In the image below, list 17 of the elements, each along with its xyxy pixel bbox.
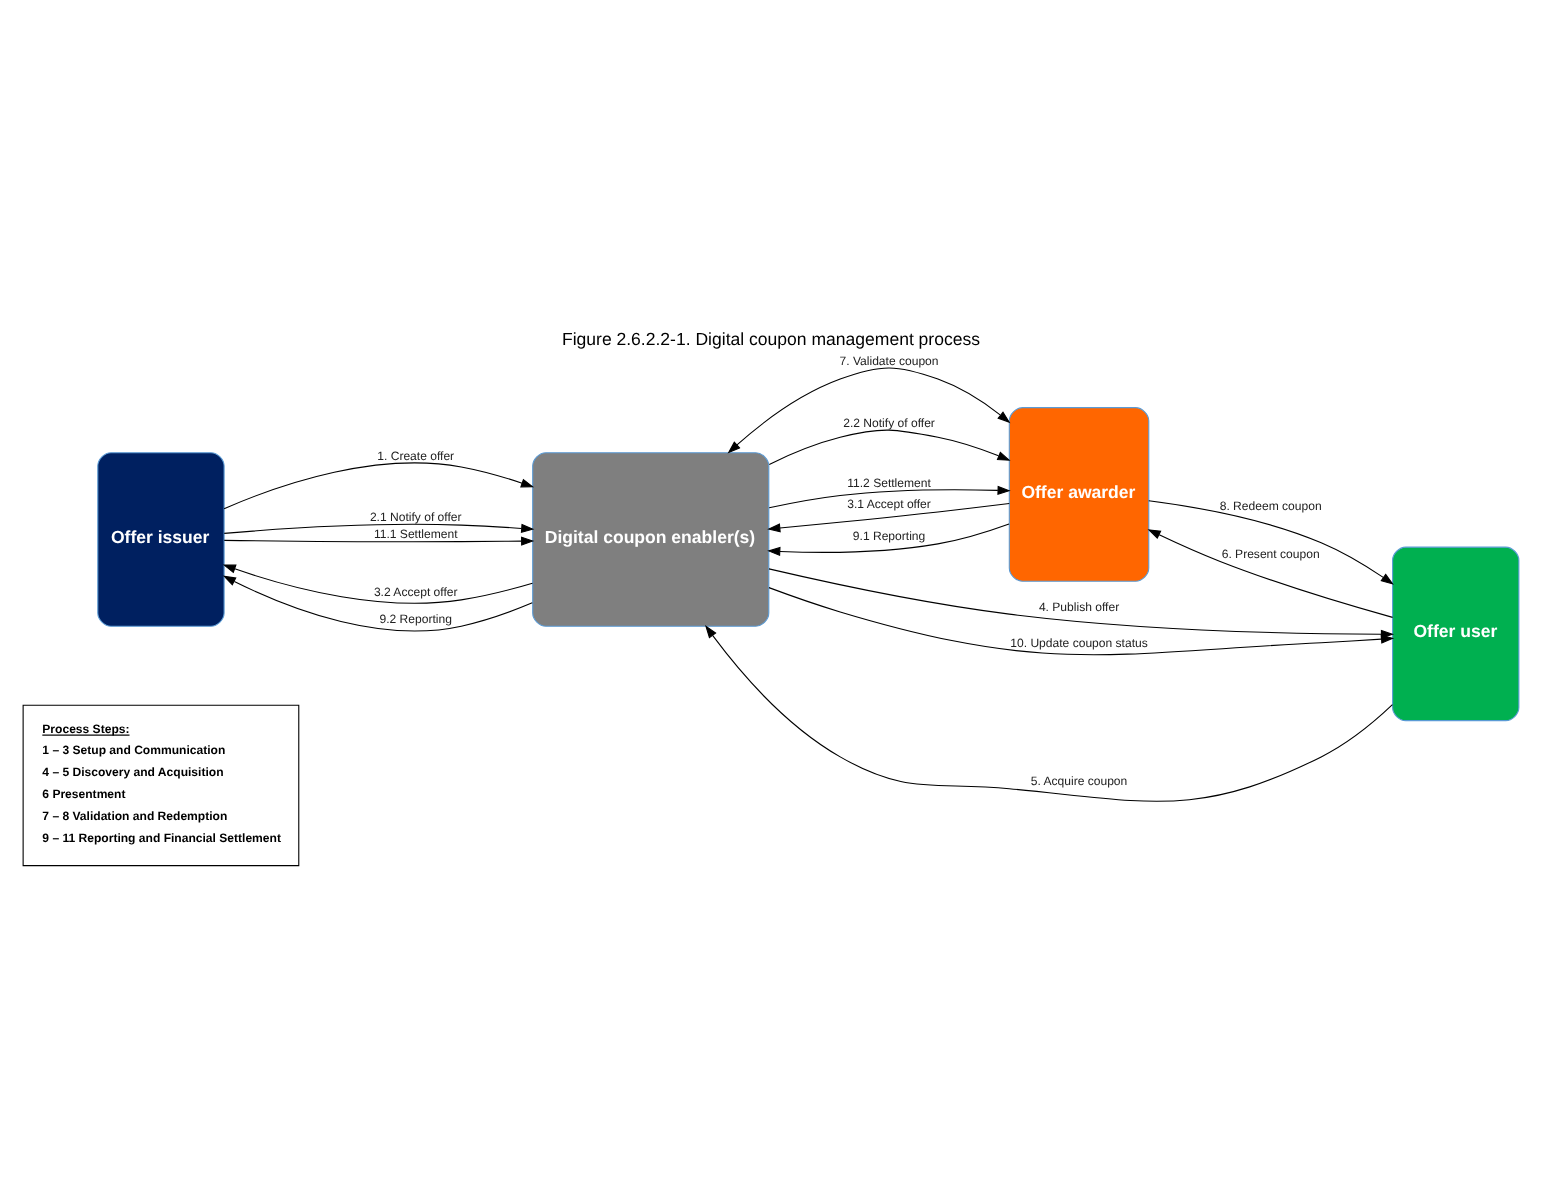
node-box: Offer issuer bbox=[97, 452, 225, 627]
arrow bbox=[1148, 500, 1394, 585]
node-box: Offer user bbox=[1392, 546, 1520, 722]
arrow bbox=[223, 462, 535, 510]
arrow bbox=[767, 523, 1010, 557]
node-box: Digital coupon enabler(s) bbox=[532, 452, 770, 627]
diagram-title: Figure 2.6.2.2-1. Digital coupon management process bbox=[561, 328, 981, 349]
node-box: Offer awarder bbox=[1008, 407, 1150, 582]
arrow bbox=[768, 485, 1011, 509]
arrow bbox=[1147, 529, 1394, 618]
arrow bbox=[768, 429, 1011, 465]
arrow bbox=[767, 502, 1010, 533]
arrow bbox=[222, 575, 533, 632]
arrow bbox=[222, 564, 533, 604]
arrow bbox=[223, 536, 535, 546]
arrow bbox=[223, 523, 535, 534]
arrow bbox=[727, 367, 1011, 454]
